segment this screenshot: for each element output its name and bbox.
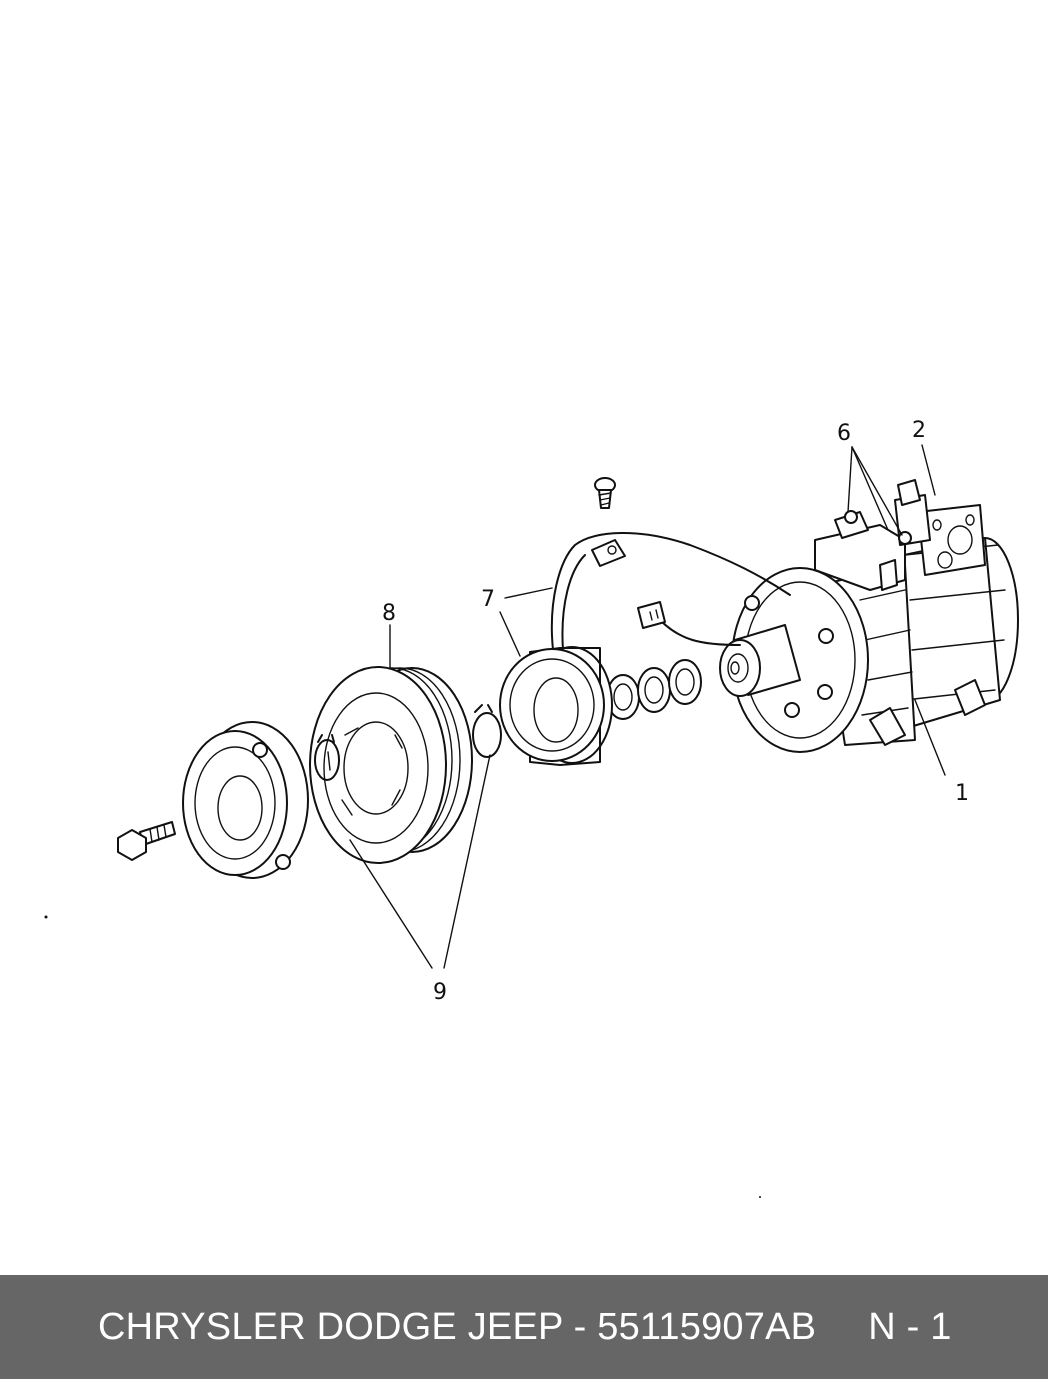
footer-page-ref: N - 1	[868, 1305, 952, 1348]
snap-ring	[472, 704, 502, 758]
callout-6: 6	[837, 421, 851, 446]
footer-bar: CHRYSLER DODGE JEEP - 55115907AB N - 1	[0, 1275, 1048, 1379]
pulley	[309, 666, 473, 864]
leader-lines	[349, 444, 946, 969]
callout-1: 1	[955, 781, 969, 806]
shim-washers	[606, 659, 702, 720]
callout-9: 9	[433, 980, 447, 1005]
footer-make-part-number: CHRYSLER DODGE JEEP - 55115907AB	[98, 1305, 817, 1348]
field-coil	[499, 532, 791, 766]
ground-screw	[594, 477, 616, 509]
exploded-parts-diagram: 1 2 6 7 8 9	[44, 418, 1019, 1198]
hub-bolt	[117, 821, 176, 861]
clutch-hub	[182, 721, 309, 879]
callout-7: 7	[481, 587, 495, 612]
callout-8: 8	[382, 601, 396, 626]
callout-2: 2	[912, 418, 926, 443]
compressor-body	[637, 479, 1019, 753]
